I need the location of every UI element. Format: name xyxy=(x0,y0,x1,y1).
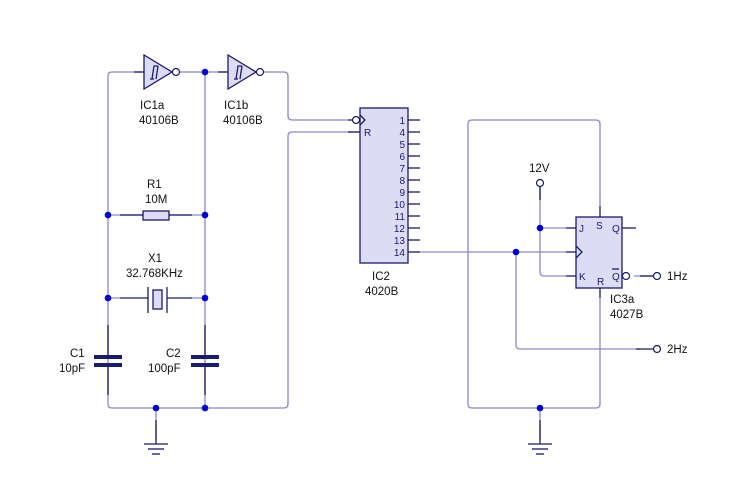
ic1b-ref: IC1b xyxy=(224,100,248,112)
junction-dot xyxy=(201,294,209,302)
c1-capacitor[interactable] xyxy=(94,325,122,395)
ic1a-value: 40106B xyxy=(139,115,179,127)
ic2-pin-label: 11 xyxy=(395,212,406,223)
ic3a-flipflop[interactable] xyxy=(566,206,636,298)
r1-value: 10M xyxy=(145,194,167,206)
junction-dot xyxy=(104,211,112,219)
c1-value: 10pF xyxy=(59,363,85,375)
ground-left-icon xyxy=(144,420,168,455)
ic2-pin-label: 14 xyxy=(394,248,406,259)
junction-dot xyxy=(536,404,544,412)
out-2hz-label: 2Hz xyxy=(667,344,688,356)
ic3a-pin-s: S xyxy=(596,221,603,232)
junction-dot xyxy=(536,224,544,232)
ic1a-inverter[interactable] xyxy=(134,53,181,91)
ic3a-pin-j: J xyxy=(579,224,584,235)
wire-right-loop xyxy=(467,119,601,409)
junction-dot xyxy=(201,211,209,219)
wire-2hz xyxy=(515,252,640,350)
ic2-pin-label: 13 xyxy=(394,236,406,247)
junctions xyxy=(104,68,544,412)
ic2-pin-label: 12 xyxy=(394,224,406,235)
ic2-pin-label: 1 xyxy=(399,116,405,127)
ic3a-ref: IC3a xyxy=(610,294,635,306)
r1-ref: R1 xyxy=(147,179,162,191)
wire-clock xyxy=(264,71,352,121)
ic2-pin-stubs xyxy=(408,119,420,253)
x1-crystal[interactable] xyxy=(120,287,192,313)
ic2-pin-label: 5 xyxy=(399,140,405,151)
x1-value: 32.768KHz xyxy=(126,268,183,280)
ic3a-pin-r: R xyxy=(597,277,604,288)
ic2-pin-label: 9 xyxy=(399,188,405,199)
junction-dot xyxy=(152,404,160,412)
junction-dot xyxy=(512,248,520,256)
junction-dot xyxy=(201,404,209,412)
ic1b-inverter[interactable] xyxy=(218,53,265,91)
out-1hz-label: 1Hz xyxy=(667,271,688,283)
ic2-value: 4020B xyxy=(365,286,399,298)
ic2-pin-label: 6 xyxy=(399,152,405,163)
r1-resistor[interactable] xyxy=(120,210,192,221)
ic2-pin-label: 8 xyxy=(399,176,405,187)
ic2-reset-label: R xyxy=(364,128,371,139)
ground-right-icon xyxy=(528,420,552,455)
c2-value: 100pF xyxy=(148,363,181,375)
ic2-counter[interactable] xyxy=(348,107,420,264)
ic1b-value: 40106B xyxy=(223,115,263,127)
ic3a-pin-q: Q xyxy=(612,224,620,235)
vcc-terminal[interactable] xyxy=(535,178,545,201)
c1-ref: C1 xyxy=(70,348,85,360)
c2-capacitor[interactable] xyxy=(191,325,219,395)
ic2-pin-label: 10 xyxy=(394,200,406,211)
out-1hz-terminal[interactable] xyxy=(640,271,662,281)
wire-jk xyxy=(539,187,566,277)
junction-dot xyxy=(104,294,112,302)
x1-ref: X1 xyxy=(148,253,162,265)
out-2hz-terminal[interactable] xyxy=(636,344,662,354)
ic1a-ref: IC1a xyxy=(140,100,165,112)
ic2-ref: IC2 xyxy=(372,271,390,283)
ic3a-pin-k: K xyxy=(579,272,586,283)
vcc-label: 12V xyxy=(529,163,550,175)
junction-dot xyxy=(201,68,209,76)
ic2-pin-label: 7 xyxy=(399,164,405,175)
ic3a-pin-qbar: Q xyxy=(612,272,620,283)
wire-left-rail xyxy=(107,71,360,409)
c2-ref: C2 xyxy=(166,348,181,360)
ic3a-value: 4027B xyxy=(610,309,644,321)
ic2-pin-label: 4 xyxy=(399,128,405,139)
